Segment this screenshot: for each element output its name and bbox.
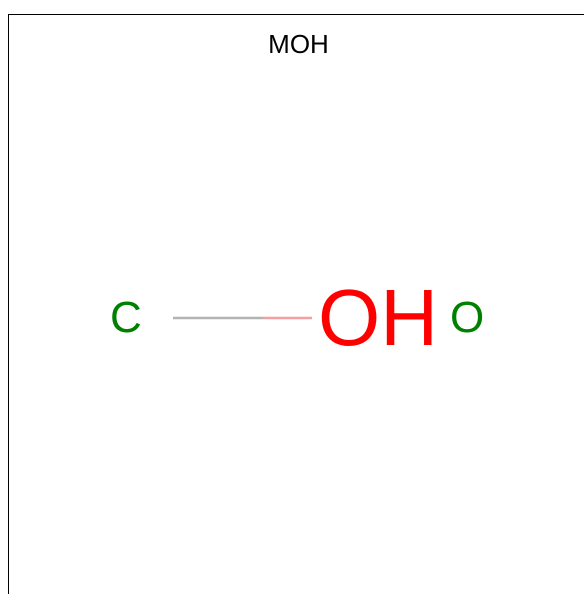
plot-frame	[8, 14, 584, 594]
diagram-title: MOH	[268, 29, 329, 59]
atom-label-oxygen: O	[450, 293, 485, 342]
atom-label-carbon: C	[110, 293, 142, 342]
atom-label-hydroxyl: OH	[318, 273, 438, 362]
